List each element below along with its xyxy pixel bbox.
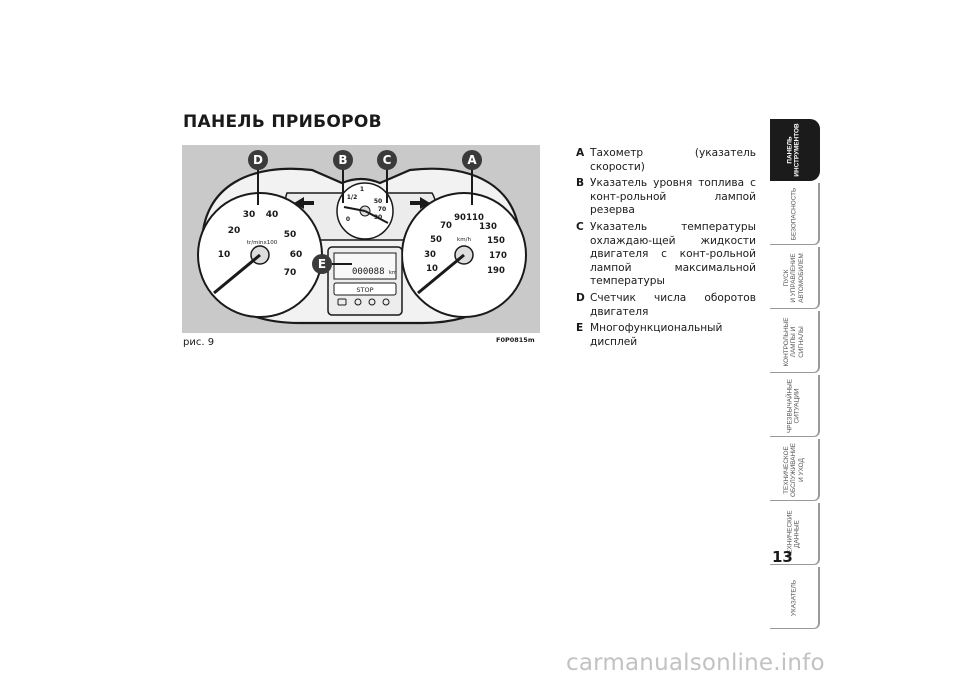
tach-number: 50 xyxy=(284,230,297,240)
legend-item: E Многофункциональный дисплей xyxy=(576,322,756,349)
tab-safety[interactable]: БЕЗОПАСНОСТЬ xyxy=(770,183,820,245)
legend-item: B Указатель уровня топлива с конт-рольно… xyxy=(576,177,756,218)
callout-b: B xyxy=(338,153,347,167)
temp-number: 90 xyxy=(374,214,382,221)
figure-legend: A Тахометр (указатель скорости) B Указат… xyxy=(576,147,756,352)
instrument-panel-figure: D B C A E 10 20 30 40 50 60 70 tr/minx10… xyxy=(182,145,540,333)
tab-label: КОНТРОЛЬНЫЕ ЛАМПЫ И СИГНАЛЫ xyxy=(782,316,805,367)
legend-item: A Тахометр (указатель скорости) xyxy=(576,147,756,174)
figure-code: F0P0815m xyxy=(496,336,535,344)
tab-index[interactable]: УКАЗАТЕЛЬ xyxy=(770,567,820,629)
speed-number: 50 xyxy=(430,235,442,245)
temp-number: 70 xyxy=(378,206,386,213)
tab-warning-lights[interactable]: КОНТРОЛЬНЫЕ ЛАМПЫ И СИГНАЛЫ xyxy=(770,311,820,373)
legend-text: Указатель температуры охлаждаю-щей жидко… xyxy=(590,220,756,288)
callout-c: C xyxy=(383,153,392,167)
warning-lamp-icon xyxy=(337,298,347,306)
legend-letter: E xyxy=(576,322,584,335)
tab-start-and-driving[interactable]: ПУСК И УПРАВЛЕНИЕ АВТОМОБИЛЕМ xyxy=(770,247,820,309)
speed-number: 110 xyxy=(466,213,484,223)
legend-letter: D xyxy=(576,291,585,304)
warning-lamp-icon xyxy=(368,298,376,306)
tab-label: ПАНЕЛЬ ИНСТРУМЕНТОВ xyxy=(786,122,801,177)
tach-number: 70 xyxy=(284,268,297,278)
tab-label: ЧРЕЗВЫЧАЙНЫЕ СИТУАЦИИ xyxy=(786,378,801,433)
warning-lamp-icon xyxy=(382,298,390,306)
speed-unit: km/h xyxy=(457,237,471,243)
tach-number: 40 xyxy=(266,210,279,220)
fuel-mark: 1 xyxy=(360,186,364,193)
legend-text: Многофункциональный дисплей xyxy=(590,322,723,348)
tab-instrument-panel[interactable]: ПАНЕЛЬ ИНСТРУМЕНТОВ xyxy=(770,119,820,181)
legend-letter: B xyxy=(576,177,585,190)
tab-label: БЕЗОПАСНОСТЬ xyxy=(790,187,798,240)
callout-a: A xyxy=(467,153,477,167)
legend-item: C Указатель температуры охлаждаю-щей жид… xyxy=(576,221,756,289)
tab-label: УКАЗАТЕЛЬ xyxy=(790,579,798,616)
tab-emergencies[interactable]: ЧРЕЗВЫЧАЙНЫЕ СИТУАЦИИ xyxy=(770,375,820,437)
stop-label: STOP xyxy=(356,286,373,294)
section-tabs: ПАНЕЛЬ ИНСТРУМЕНТОВ БЕЗОПАСНОСТЬ ПУСК И … xyxy=(770,119,820,631)
legend-item: D Счетчик числа оборотов двигателя xyxy=(576,292,756,319)
warning-lamp-icon xyxy=(354,298,362,306)
speed-number: 170 xyxy=(489,251,507,261)
tach-number: 60 xyxy=(290,250,303,260)
speed-number: 150 xyxy=(487,236,505,246)
tach-unit: tr/minx100 xyxy=(247,240,278,246)
speed-number: 30 xyxy=(424,250,436,260)
tab-label: ТЕХНИЧЕСКОЕ ОБСЛУЖИВАНИЕ И УХОД xyxy=(782,442,805,497)
speed-number: 70 xyxy=(440,221,452,231)
fuel-mark: 1/2 xyxy=(347,194,358,201)
page-title: ПАНЕЛЬ ПРИБОРОВ xyxy=(183,112,382,132)
legend-text: Тахометр (указатель скорости) xyxy=(590,147,756,173)
temp-number: 50 xyxy=(374,198,382,205)
watermark: carmanualsonline.info xyxy=(566,650,825,676)
legend-text: Указатель уровня топлива с конт-рольной … xyxy=(590,177,756,217)
tach-number: 10 xyxy=(218,250,231,260)
speed-number: 130 xyxy=(479,222,497,232)
legend-letter: C xyxy=(576,220,584,233)
legend-text: Счетчик числа оборотов двигателя xyxy=(590,291,756,318)
speed-number: 190 xyxy=(487,266,505,276)
speed-number: 10 xyxy=(426,264,438,274)
fuel-mark: 0 xyxy=(346,216,350,223)
callout-d: D xyxy=(253,153,263,167)
tab-label: ПУСК И УПРАВЛЕНИЕ АВТОМОБИЛЕМ xyxy=(782,252,805,303)
page-number: 13 xyxy=(772,548,793,566)
tach-number: 30 xyxy=(243,210,256,220)
tach-number: 20 xyxy=(228,226,241,236)
display-odometer: 000088 xyxy=(352,267,385,277)
tab-technical-data[interactable]: ТЕХНИЧЕСКИЕ ДАННЫЕ xyxy=(770,503,820,565)
callout-e: E xyxy=(318,257,326,271)
display-unit: km xyxy=(389,270,397,276)
speed-number: 90 xyxy=(454,213,466,223)
instrument-panel-illustration: D B C A E 10 20 30 40 50 60 70 tr/minx10… xyxy=(197,150,527,325)
figure-caption: рис. 9 xyxy=(183,337,215,348)
tab-maintenance[interactable]: ТЕХНИЧЕСКОЕ ОБСЛУЖИВАНИЕ И УХОД xyxy=(770,439,820,501)
legend-letter: A xyxy=(576,147,585,159)
